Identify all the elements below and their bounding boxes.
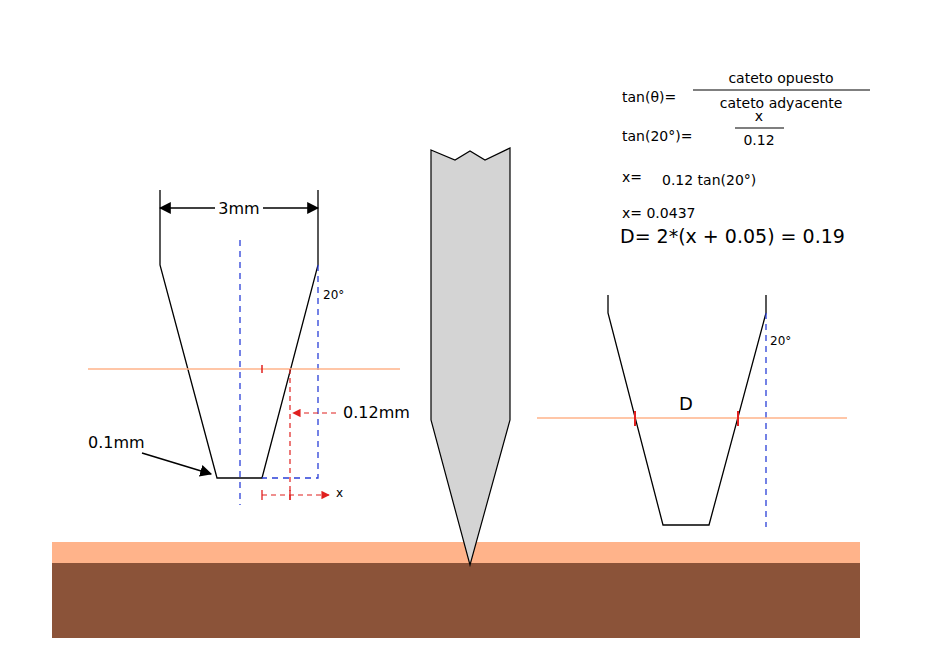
tick [261,490,262,500]
dimension-label: x [336,487,343,500]
dimension-arrow [262,494,329,495]
tick [261,365,263,373]
angle-label: 20° [323,289,344,302]
center-axis [239,240,240,505]
depth-line [537,417,847,419]
formula-text: tan(θ)= [622,90,676,105]
leader-arrow [293,412,336,413]
depth-line [88,368,400,370]
dimension-label: 3mm [215,200,262,218]
depth-marker [289,369,290,500]
formula-text: cateto adyacente [720,96,843,111]
material-block [52,563,860,638]
formula-text: x [755,109,763,124]
formula-result: D= 2*(x + 0.05) = 0.19 [620,226,845,247]
tick [737,411,739,426]
leader-arrow [142,453,211,474]
formula-text: x= 0.0437 [622,206,695,221]
reference-line [765,313,766,527]
dimension-label: 0.1mm [88,434,145,452]
fraction-bar [735,127,784,128]
dimension-label: 0.12mm [343,404,410,422]
formula-text: 0.12 tan(20°) [662,173,756,188]
tool-profile [160,190,318,478]
tool-profile [608,295,766,525]
fraction-bar [693,89,870,90]
formula-text: tan(20°)= [622,129,692,144]
tick [289,490,290,500]
surface-layer [52,542,860,563]
formula-text: 0.12 [743,133,774,148]
engraving-bit [431,148,510,565]
angle-label: 20° [770,335,791,348]
formula-text: x= [622,170,642,185]
tick [634,411,636,426]
dimension-label: D [679,394,693,414]
formula-text: cateto opuesto [728,71,833,86]
